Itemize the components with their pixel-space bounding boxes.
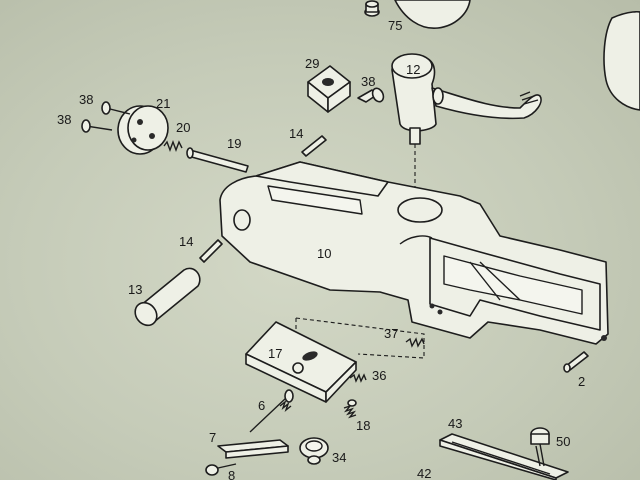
- part-75-screw: [364, 0, 380, 17]
- part-43-rail: [439, 433, 569, 480]
- callout-42: 42: [417, 466, 431, 480]
- callout-36: 36: [372, 368, 386, 383]
- part-38-screw-a: [101, 101, 131, 115]
- callout-75: 75: [388, 18, 402, 33]
- callout-43: 43: [448, 416, 462, 431]
- callout-50: 50: [556, 434, 570, 449]
- part-7-bar: [217, 439, 289, 459]
- callout-29: 29: [305, 56, 319, 71]
- part-17-plate: [245, 321, 357, 403]
- part-36-spring: [349, 373, 367, 383]
- callout-37: 37: [384, 326, 398, 341]
- callout-6: 6: [258, 398, 265, 413]
- callout-2: 2: [578, 374, 585, 389]
- callout-38-right: 38: [361, 74, 375, 89]
- callout-7: 7: [209, 430, 216, 445]
- part-21-disc: [117, 105, 169, 155]
- callout-8: 8: [228, 468, 235, 480]
- part-37-spring: [405, 337, 425, 348]
- part-29-block: [307, 65, 351, 113]
- callout-38-left: 38: [57, 112, 71, 127]
- part-20-spring: [163, 140, 183, 152]
- part-6-pin: [249, 389, 294, 433]
- part-top-right-fragment: [394, 0, 640, 111]
- part-19-pin: [186, 147, 249, 173]
- callout-14-lower: 14: [179, 234, 193, 249]
- part-38-screw-c: [81, 119, 113, 133]
- callout-19: 19: [227, 136, 241, 151]
- callout-17: 17: [268, 346, 282, 361]
- callout-34: 34: [332, 450, 346, 465]
- callout-38-upper-left: 38: [79, 92, 93, 107]
- part-34-ring: [299, 437, 329, 465]
- part-14-pin-lower: [199, 239, 223, 263]
- callout-10: 10: [317, 246, 331, 261]
- part-12-lever: [391, 53, 542, 145]
- part-10-receiver: [219, 161, 609, 345]
- callout-14-upper: 14: [289, 126, 303, 141]
- part-2-pin: [563, 351, 589, 373]
- part-8-screw: [205, 463, 237, 476]
- part-38-screw-b: [357, 87, 385, 103]
- part-14-pin-upper: [301, 135, 327, 157]
- callout-18: 18: [356, 418, 370, 433]
- callout-20: 20: [176, 120, 190, 135]
- callout-21: 21: [156, 96, 170, 111]
- callout-13: 13: [128, 282, 142, 297]
- part-18-spring: [343, 399, 357, 419]
- part-50-screw: [530, 427, 550, 467]
- callout-12: 12: [406, 62, 420, 77]
- part-13-cylinder: [134, 267, 201, 327]
